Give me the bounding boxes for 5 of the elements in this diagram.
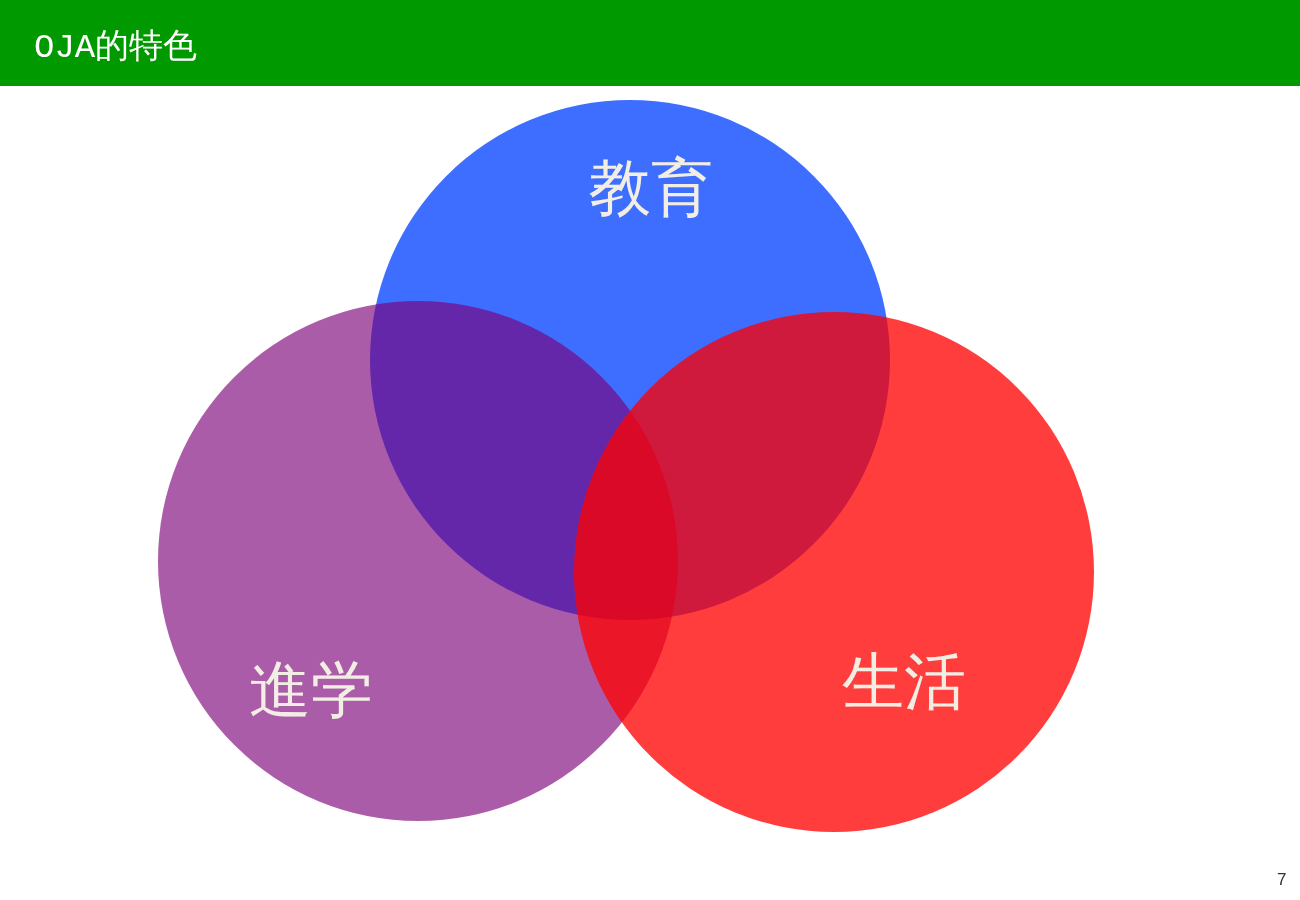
circle-label: 進学	[249, 655, 373, 725]
slide-title: OJA的特色	[34, 28, 198, 69]
circle-label: 生活	[842, 647, 966, 717]
circle-label: 教育	[589, 153, 713, 223]
page-number: 7	[1277, 870, 1287, 890]
